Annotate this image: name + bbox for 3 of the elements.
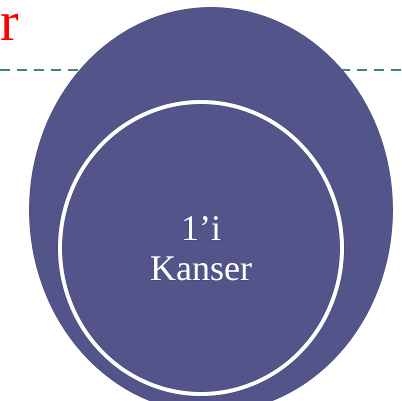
title-fragment: r bbox=[0, 0, 19, 52]
circle-node bbox=[58, 100, 344, 396]
node-label: 1’i Kanser bbox=[149, 208, 253, 288]
